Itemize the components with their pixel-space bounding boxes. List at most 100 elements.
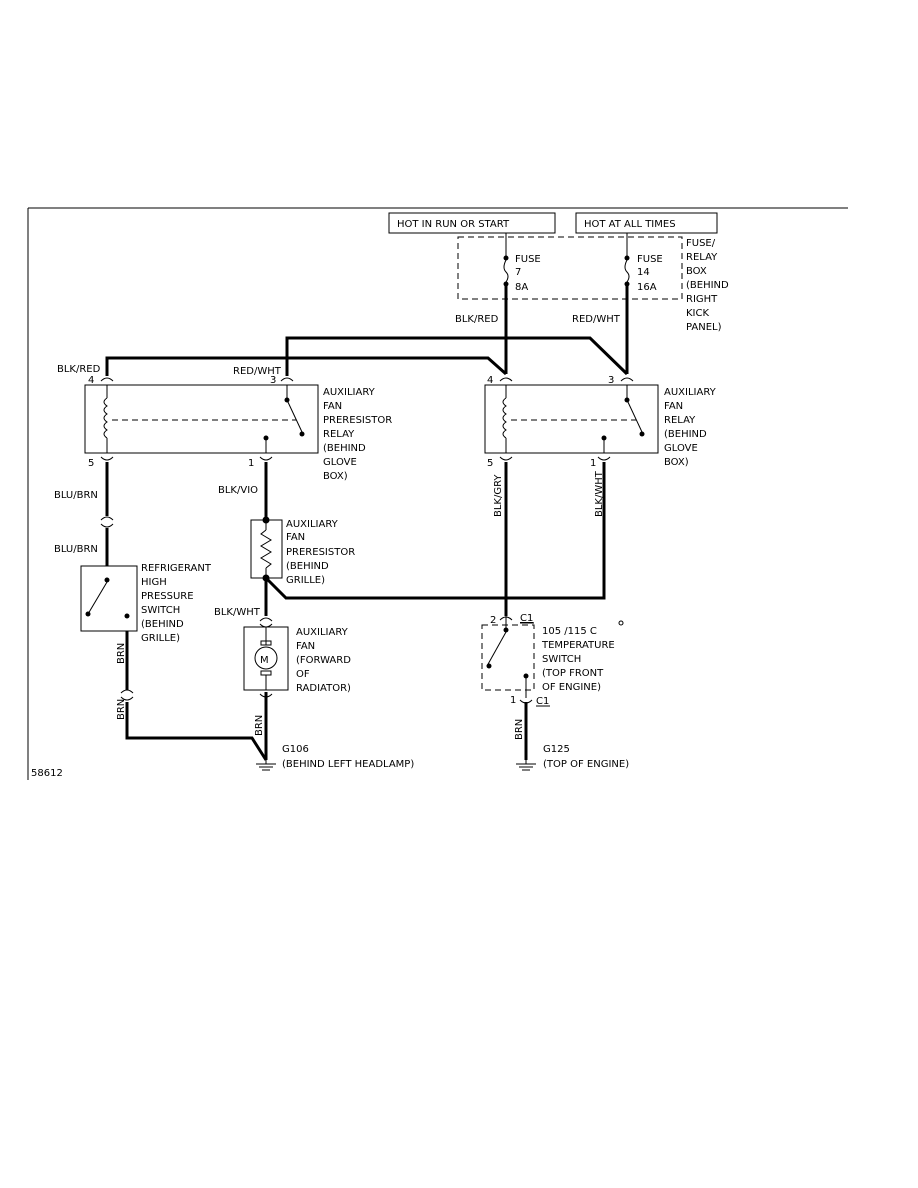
svg-text:BLK/WHT: BLK/WHT xyxy=(594,470,605,517)
hot-in-run-or-start-box: HOT IN RUN OR START xyxy=(388,212,556,234)
svg-text:FUSE: FUSE xyxy=(515,254,541,265)
svg-text:BRN: BRN xyxy=(514,719,525,740)
svg-text:HOT AT ALL TIMES: HOT AT ALL TIMES xyxy=(584,219,676,230)
svg-text:C1: C1 xyxy=(536,696,549,707)
svg-text:RELAY: RELAY xyxy=(323,429,355,440)
svg-text:BLK/RED: BLK/RED xyxy=(455,314,499,325)
wires xyxy=(105,286,629,761)
svg-text:(FORWARD: (FORWARD xyxy=(296,655,351,666)
svg-text:HOT IN RUN OR START: HOT IN RUN OR START xyxy=(397,219,510,230)
figure-id: 58612 xyxy=(31,768,63,779)
svg-text:PRESSURE: PRESSURE xyxy=(141,591,194,602)
svg-text:14: 14 xyxy=(637,267,650,278)
svg-text:G125: G125 xyxy=(543,744,570,755)
svg-text:KICK: KICK xyxy=(686,308,709,319)
svg-text:4: 4 xyxy=(487,375,493,386)
svg-text:AUXILIARY: AUXILIARY xyxy=(286,519,339,530)
svg-text:(BEHIND: (BEHIND xyxy=(664,429,707,440)
ground-g125: G125 (TOP OF ENGINE) xyxy=(516,744,629,771)
svg-text:RELAY: RELAY xyxy=(664,415,696,426)
svg-text:M: M xyxy=(260,655,269,666)
auxiliary-fan-preresistor: AUXILIARY FAN PRERESISTOR (BEHIND GRILLE… xyxy=(250,516,355,586)
svg-text:FAN: FAN xyxy=(323,401,342,412)
hot-at-all-times-box: HOT AT ALL TIMES xyxy=(575,212,718,234)
svg-text:5: 5 xyxy=(487,458,493,469)
svg-text:BLU/BRN: BLU/BRN xyxy=(54,544,98,555)
svg-text:RELAY: RELAY xyxy=(686,252,718,263)
svg-text:BLK/VIO: BLK/VIO xyxy=(218,485,258,496)
inline-connector-brn xyxy=(120,689,134,701)
ground-g106: G106 (BEHIND LEFT HEADLAMP) xyxy=(256,744,414,771)
auxiliary-fan-preresistor-relay: 4 3 5 1 AUXILIARY FAN PRERESISTOR RELAY … xyxy=(84,375,392,482)
svg-text:5: 5 xyxy=(88,458,94,469)
svg-text:G106: G106 xyxy=(282,744,309,755)
svg-text:7: 7 xyxy=(515,267,521,278)
svg-text:16A: 16A xyxy=(637,282,657,293)
svg-text:(BEHIND: (BEHIND xyxy=(286,561,329,572)
svg-text:RED/WHT: RED/WHT xyxy=(233,366,282,377)
svg-text:RADIATOR): RADIATOR) xyxy=(296,683,351,694)
svg-text:AUXILIARY: AUXILIARY xyxy=(664,387,717,398)
svg-text:SWITCH: SWITCH xyxy=(542,654,581,665)
svg-text:OF: OF xyxy=(296,669,310,680)
svg-text:BLK/WHT: BLK/WHT xyxy=(214,607,261,618)
svg-text:PRERESISTOR: PRERESISTOR xyxy=(323,415,392,426)
svg-text:(TOP OF ENGINE): (TOP OF ENGINE) xyxy=(543,759,629,770)
wire-labels: BLK/RED RED/WHT BLK/RED RED/WHT BLU/BRN … xyxy=(54,314,621,740)
svg-text:(BEHIND LEFT HEADLAMP): (BEHIND LEFT HEADLAMP) xyxy=(282,759,414,770)
svg-text:FUSE: FUSE xyxy=(637,254,663,265)
svg-text:8A: 8A xyxy=(515,282,528,293)
svg-text:2: 2 xyxy=(490,615,496,626)
svg-text:BRN: BRN xyxy=(116,699,127,720)
svg-text:RED/WHT: RED/WHT xyxy=(572,314,621,325)
svg-text:BLU/BRN: BLU/BRN xyxy=(54,490,98,501)
svg-text:FAN: FAN xyxy=(296,641,315,652)
inline-connector-blu-brn xyxy=(100,516,114,528)
fuse-14: FUSE 14 16A xyxy=(624,233,663,293)
svg-text:SWITCH: SWITCH xyxy=(141,605,180,616)
temperature-switch: 2 C1 105 /115 C TEMPERATURE SWITCH (TOP … xyxy=(481,613,624,707)
svg-text:BLK/GRY: BLK/GRY xyxy=(493,474,504,517)
svg-text:GRILLE): GRILLE) xyxy=(286,575,325,586)
svg-text:GLOVE: GLOVE xyxy=(323,457,357,468)
svg-text:(BEHIND: (BEHIND xyxy=(686,280,729,291)
svg-text:BLK/RED: BLK/RED xyxy=(57,364,101,375)
svg-text:HIGH: HIGH xyxy=(141,577,167,588)
svg-text:(BEHIND: (BEHIND xyxy=(141,619,184,630)
auxiliary-fan-relay: 4 3 5 1 AUXILIARY FAN RELAY (BEHIND GLOV… xyxy=(484,375,717,469)
svg-text:GLOVE: GLOVE xyxy=(664,443,698,454)
svg-text:PANEL): PANEL) xyxy=(686,322,722,333)
svg-text:1: 1 xyxy=(590,458,596,469)
svg-text:C1: C1 xyxy=(520,613,533,624)
svg-text:BRN: BRN xyxy=(254,715,265,736)
svg-text:4: 4 xyxy=(88,375,94,386)
svg-text:3: 3 xyxy=(608,375,614,386)
svg-text:FAN: FAN xyxy=(286,532,305,543)
svg-text:GRILLE): GRILLE) xyxy=(141,633,180,644)
svg-text:BOX): BOX) xyxy=(664,457,689,468)
svg-text:TEMPERATURE: TEMPERATURE xyxy=(541,640,615,651)
refrigerant-high-pressure-switch: REFRIGERANT HIGH PRESSURE SWITCH (BEHIND… xyxy=(80,563,212,644)
svg-text:1: 1 xyxy=(510,695,516,706)
svg-text:BOX: BOX xyxy=(686,266,707,277)
svg-text:AUXILIARY: AUXILIARY xyxy=(323,387,376,398)
svg-text:PRERESISTOR: PRERESISTOR xyxy=(286,547,355,558)
svg-text:FAN: FAN xyxy=(664,401,683,412)
svg-text:FUSE/: FUSE/ xyxy=(686,238,716,249)
svg-text:(BEHIND: (BEHIND xyxy=(323,443,366,454)
diagram-frame xyxy=(27,207,848,780)
svg-text:BOX): BOX) xyxy=(323,471,348,482)
svg-text:3: 3 xyxy=(270,375,276,386)
svg-text:BRN: BRN xyxy=(116,643,127,664)
svg-text:REFRIGERANT: REFRIGERANT xyxy=(141,563,212,574)
svg-text:105 /115 C: 105 /115 C xyxy=(542,626,597,637)
svg-text:OF ENGINE): OF ENGINE) xyxy=(542,682,601,693)
svg-text:RIGHT: RIGHT xyxy=(686,294,718,305)
svg-text:AUXILIARY: AUXILIARY xyxy=(296,627,349,638)
svg-text:1: 1 xyxy=(248,458,254,469)
fuse-relay-box: FUSE/ RELAY BOX (BEHIND RIGHT KICK PANEL… xyxy=(457,236,729,333)
fuse-7: FUSE 7 8A xyxy=(503,233,541,293)
auxiliary-fan-motor: M AUXILIARY FAN (FORWARD OF RADIATOR) xyxy=(243,617,351,698)
svg-text:(TOP FRONT: (TOP FRONT xyxy=(542,668,604,679)
